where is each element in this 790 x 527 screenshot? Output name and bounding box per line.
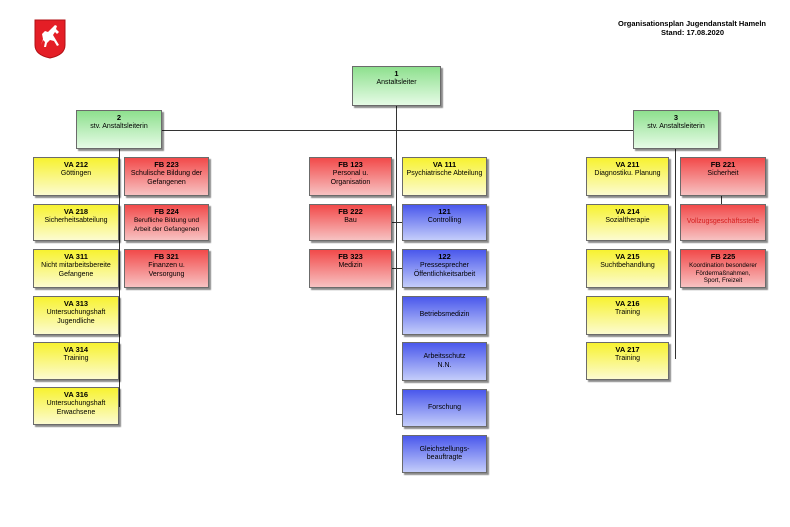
box-code: FB 323: [338, 252, 363, 261]
box-name: Personal u. Organisation: [330, 170, 371, 186]
box-name: Psychiatrische Abteilung: [406, 170, 483, 177]
box-code: FB 221: [710, 160, 736, 169]
box-code: VA 111: [432, 160, 457, 169]
connector-center-trunk: [396, 106, 397, 414]
org-box-fb-321: FB 321 Finanzen u. Versorgung: [124, 249, 209, 288]
org-box-deputy-right: 3 stv. Anstaltsleiterin: [633, 110, 719, 149]
box-name: Forschung: [427, 403, 462, 411]
box-name: Pressesprecher Öffentlichkeitsarbeit: [413, 262, 476, 278]
org-box-betriebsmedizin: Betriebsmedizin: [402, 296, 487, 335]
box-name: Training: [614, 309, 641, 316]
org-box-122-presse: 122 Pressesprecher Öffentlichkeitsarbeit: [402, 249, 487, 288]
box-code: 1: [394, 69, 399, 78]
box-code: VA 217: [615, 345, 640, 354]
box-name: Vollzugsgeschäftsstelle: [686, 218, 760, 226]
box-name: Schulische Bildung der Gefangenen: [130, 170, 203, 186]
org-box-fb-225: FB 225 Koordination besonderer Fördermaß…: [680, 249, 766, 288]
box-name: Medizin: [338, 262, 363, 269]
connector-left-trunk: [119, 149, 120, 407]
box-code: FB 225: [710, 252, 736, 261]
org-box-va-111: VA 111 Psychiatrische Abteilung: [402, 157, 487, 196]
box-code: 3: [673, 113, 679, 122]
box-name: Sicherheitsabteilung: [44, 217, 108, 224]
box-name: Suchtbehandlung: [600, 262, 655, 269]
org-box-va-211: VA 211 Diagnostiku. Planung: [586, 157, 669, 196]
connector-right-fb221: [721, 195, 722, 208]
box-name: Untersuchungshaft Erwachsene: [46, 400, 106, 416]
box-code: VA 314: [63, 345, 89, 354]
box-code: VA 313: [63, 299, 89, 308]
page-header: Organisationsplan Jugendanstalt Hameln S…: [618, 19, 766, 37]
box-name: Training: [63, 355, 89, 362]
org-box-fb-222: FB 222 Bau: [309, 204, 392, 241]
org-box-fb-224: FB 224 Berufliche Bildung und Arbeit der…: [124, 204, 209, 241]
lower-saxony-horse-icon: [34, 19, 66, 59]
org-box-va-214: VA 214 Sozialtherapie: [586, 204, 669, 241]
connector-right-trunk: [675, 149, 676, 359]
org-box-anstaltsleiter: 1 Anstaltsleiter: [352, 66, 441, 106]
org-box-va-316: VA 316 Untersuchungshaft Erwachsene: [33, 387, 119, 425]
box-name: stv. Anstaltsleiterin: [647, 123, 705, 130]
connector-center-medizin: [392, 268, 402, 269]
org-box-deputy-left: 2 stv. Anstaltsleiterin: [76, 110, 162, 149]
org-box-va-212: VA 212 Göttingen: [33, 157, 119, 196]
org-box-va-218: VA 218 Sicherheitsabteilung: [33, 204, 119, 241]
org-box-arbeitsschutz: Arbeitsschutz N.N.: [402, 342, 487, 381]
box-name: Betriebsmedizin: [419, 311, 470, 319]
org-box-fb-221: FB 221 Sicherheit: [680, 157, 766, 196]
box-name: Sozialtherapie: [605, 217, 650, 224]
box-code: VA 214: [615, 207, 640, 216]
box-name: Nicht mitarbeitsbereite Gefangene: [41, 262, 111, 278]
box-name: Göttingen: [60, 170, 92, 177]
box-name: Gleichstellungs- beauftragte: [419, 445, 470, 462]
org-box-121-controlling: 121 Controlling: [402, 204, 487, 241]
box-code: 121: [438, 207, 451, 216]
org-box-vollzugsgeschaeftsstelle: Vollzugsgeschäftsstelle: [680, 204, 766, 241]
org-box-va-215: VA 215 Suchtbehandlung: [586, 249, 669, 288]
box-code: VA 218: [63, 207, 89, 216]
box-code: FB 123: [338, 160, 363, 169]
box-code: FB 321: [154, 252, 179, 261]
box-code: VA 211: [615, 160, 640, 169]
org-box-gleichstellung: Gleichstellungs- beauftragte: [402, 435, 487, 473]
box-name: Finanzen u. Versorgung: [148, 262, 185, 278]
box-code: VA 212: [63, 160, 89, 169]
page-title: Organisationsplan Jugendanstalt Hameln: [618, 19, 766, 28]
box-code: VA 316: [63, 390, 89, 399]
box-name: Untersuchungshaft Jugendliche: [46, 309, 106, 325]
box-code: FB 224: [154, 207, 179, 216]
box-code: FB 223: [154, 160, 179, 169]
box-code: FB 222: [338, 207, 363, 216]
org-box-va-311: VA 311 Nicht mitarbeitsbereite Gefangene: [33, 249, 119, 288]
org-box-va-313: VA 313 Untersuchungshaft Jugendliche: [33, 296, 119, 335]
box-name: Arbeitsschutz N.N.: [423, 353, 466, 369]
org-box-va-217: VA 217 Training: [586, 342, 669, 380]
connector-main-horizontal: [161, 130, 634, 131]
org-box-va-216: VA 216 Training: [586, 296, 669, 335]
box-name: Sicherheit: [707, 170, 739, 177]
box-name: Training: [614, 355, 641, 362]
box-name: Diagnostiku. Planung: [594, 170, 661, 177]
org-box-fb-123: FB 123 Personal u. Organisation: [309, 157, 392, 196]
connector-center-forschung: [396, 414, 402, 415]
box-name: Anstaltsleiter: [376, 79, 417, 86]
box-code: VA 311: [64, 252, 88, 261]
org-box-fb-323: FB 323 Medizin: [309, 249, 392, 288]
box-code: 122: [438, 252, 451, 261]
box-code: 2: [116, 113, 122, 122]
box-code: VA 216: [615, 299, 640, 308]
box-name: Controlling: [427, 217, 462, 224]
box-name: Berufliche Bildung und Arbeit der Gefang…: [133, 217, 200, 233]
box-code: VA 215: [615, 252, 640, 261]
box-name: stv. Anstaltsleiterin: [90, 123, 148, 130]
page-date: Stand: 17.08.2020: [661, 28, 724, 37]
org-box-forschung: Forschung: [402, 389, 487, 427]
box-name: Koordination besonderer Fördermaßnahmen,…: [689, 262, 757, 284]
box-name: Bau: [344, 217, 357, 224]
org-box-fb-223: FB 223 Schulische Bildung der Gefangenen: [124, 157, 209, 196]
org-box-va-314: VA 314 Training: [33, 342, 119, 380]
connector-center-bau: [392, 222, 402, 223]
